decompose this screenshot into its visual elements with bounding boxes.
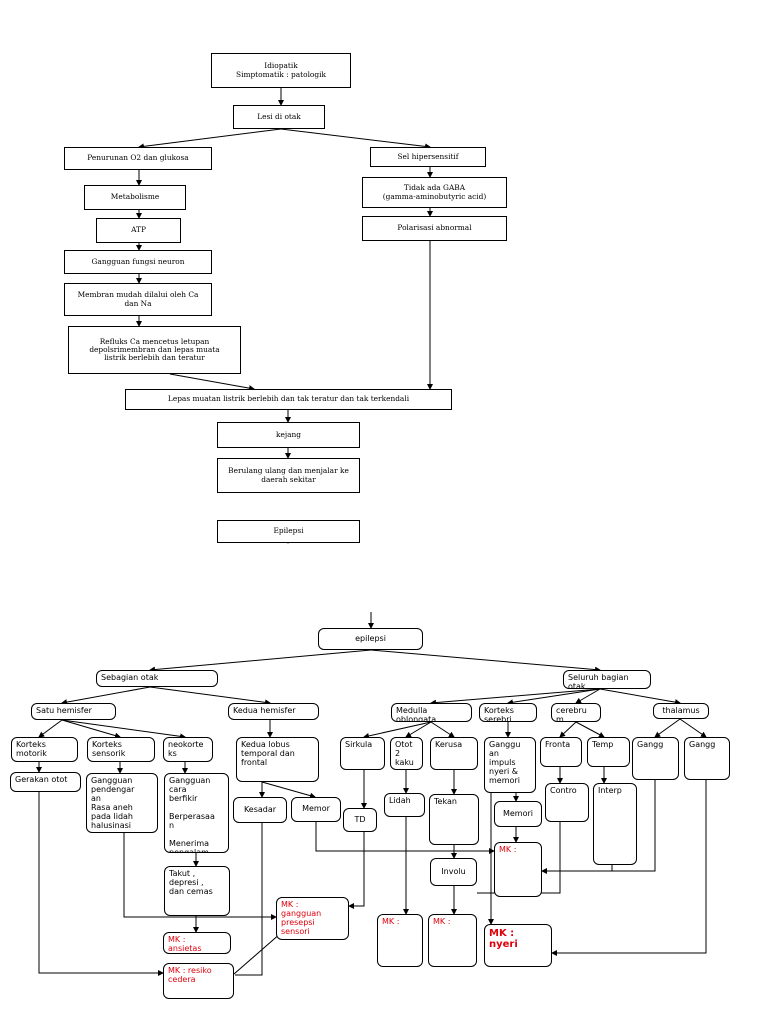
node-contro: Contro (545, 783, 589, 822)
edge-td-persepsi (348, 832, 365, 909)
edge-seluruh-cerebrum (575, 688, 601, 704)
edge-lesi-penurunan (138, 128, 282, 150)
node-satu-hemisfer: Satu hemisfer (31, 703, 116, 720)
node-epilepsi: epilepsi (318, 628, 423, 650)
node-kerusa: Kerusa (430, 737, 478, 770)
node-korteks-motorik: Korteks motorik (11, 737, 78, 762)
node-korteks-serebri: Korteks serebri (479, 703, 537, 722)
node-thalamus: thalamus (653, 703, 709, 719)
edge-thalamus-gangg2 (679, 718, 707, 738)
node-td: TD (343, 808, 377, 832)
node-epilepsi-top: Epilepsi (217, 520, 360, 543)
node-tidak-ada-gaba: Tidak ada GABA (gamma-aminobutyric acid) (362, 177, 507, 208)
edge-medulla-kerusa (430, 721, 455, 738)
edge-epilepsi-sebagian (149, 649, 372, 673)
node-mk-resiko-cedera: MK : resiko cedera (163, 963, 234, 999)
node-kedua-hemisfer: Kedua hemisfer (228, 703, 319, 720)
edge-sebagian-satu (61, 686, 151, 706)
edge-satu-neokorteks (61, 719, 186, 740)
node-mk-involu: MK : (428, 914, 477, 967)
node-gangguan-fungsi-neuron: Gangguan fungsi neuron (64, 250, 212, 274)
node-sel-hipersensitif: Sel hipersensitif (370, 147, 486, 167)
node-lesi-di-otak: Lesi di otak (233, 105, 325, 129)
node-gangg-2: Gangg (684, 737, 730, 780)
node-seluruh-bagian-otak: Seluruh bagian otak (563, 670, 651, 689)
node-idiopatik: Idiopatik Simptomatik : patologik (211, 53, 351, 88)
node-medulla-oblongata: Medulla oblongata (391, 703, 472, 722)
node-mk-nyeri: MK : nyeri (484, 924, 552, 967)
node-involu: Involu (430, 858, 477, 886)
edge-seluruh-medulla (430, 688, 601, 706)
edge-epilepsi-seluruh (370, 649, 601, 673)
node-penurunan-o2: Penurunan O2 dan glukosa (64, 147, 212, 170)
node-metabolisme: Metabolisme (84, 185, 186, 210)
node-sebagian-otak: Sebagian otak (96, 670, 218, 687)
node-memori: Memori (494, 801, 542, 827)
edge-cerebrum-temp (575, 721, 605, 738)
edge-interp-mk (542, 865, 613, 872)
edge-sebagian-kedua (149, 686, 271, 706)
node-mk-memori: MK : (494, 842, 542, 897)
node-lidah: Lidah (384, 793, 425, 817)
node-mk-ansietas: MK : ansietas (163, 932, 231, 954)
node-memor: Memor (291, 797, 341, 822)
node-polarisasi-abnormal: Polarisasi abnormal (362, 216, 507, 241)
node-fronta: Fronta (540, 737, 582, 767)
node-gangg-1: Gangg (632, 737, 679, 780)
node-takut-depresi: Takut , depresi , dan cemas (164, 866, 230, 916)
node-lepas-muatan: Lepas muatan listrik berlebih dan tak te… (125, 389, 452, 410)
node-cerebrum: cerebru m (551, 703, 601, 722)
node-mk-gangguan-persepsi: MK : gangguan presepsi sensori (276, 897, 349, 940)
edge-seluruh-serebri (507, 688, 601, 706)
edge-satu-sensorik (61, 719, 121, 739)
node-kedua-lobus: Kedua lobus temporal dan frontal (236, 737, 319, 782)
edge-satu-motorik (38, 719, 63, 738)
node-gangguan-impuls: Ganggu an impuls nyeri & memori (484, 737, 536, 793)
edge-thalamus-gangg1 (654, 718, 681, 738)
edge-lobus-memor (261, 781, 316, 799)
node-neokorteks: neokorte ks (163, 737, 213, 762)
node-mk-lidah: MK : (377, 914, 423, 967)
edge-refluks-lepas (169, 373, 255, 392)
edge-seluruh-thalamus (599, 688, 681, 706)
edge-kesadar-resiko (235, 823, 263, 976)
node-membran: Membran mudah dilalui oleh Ca dan Na (64, 283, 212, 316)
edge-medulla-sirkula (363, 721, 432, 739)
node-kesadar: Kesadar (233, 797, 287, 823)
edge-resiko-to-persepsi (233, 932, 282, 975)
node-interp: Interp (593, 783, 637, 865)
node-kejang: kejang (217, 422, 360, 448)
node-berulang: Berulang ulang dan menjalar ke daerah se… (217, 458, 360, 493)
edge-lesi-sel (280, 128, 431, 150)
node-temp: Temp (587, 737, 630, 767)
node-gerakan-otot: Gerakan otot (10, 772, 81, 792)
node-refluks: Refluks Ca mencetus letupan depolsrimemb… (68, 326, 241, 374)
node-korteks-sensorik: Korteks sensorik (87, 737, 155, 762)
edge-cerebrum-fronta (559, 721, 577, 738)
node-tekan: Tekan (429, 794, 479, 845)
node-gangguan-berfikir: Gangguan cara berfikir Berperasaa n Mene… (164, 773, 229, 853)
node-atp: ATP (96, 218, 181, 243)
edge-medulla-otot (405, 721, 432, 738)
node-sirkula: Sirkula (340, 737, 385, 770)
node-otot-kaku: Otot 2 kaku (390, 737, 423, 770)
node-gangguan-pendengaran: Gangguan pendengar an Rasa aneh pada lid… (86, 773, 158, 833)
